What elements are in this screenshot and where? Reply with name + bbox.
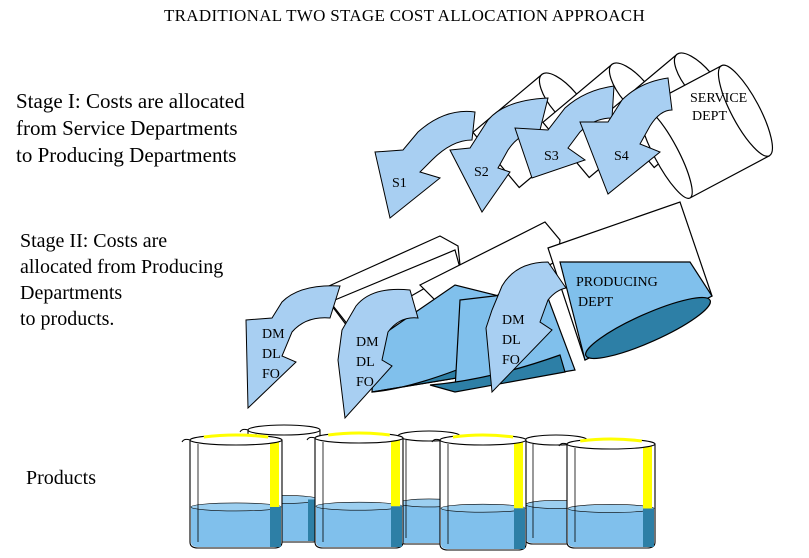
service-dept-label: SERVICE — [690, 91, 747, 106]
cost-element-label: FO — [262, 367, 280, 382]
cost-element-label: FO — [356, 375, 374, 390]
service-dept-label: DEPT — [692, 109, 727, 124]
service-arrow-s1 — [374, 110, 476, 219]
cost-element-label: FO — [502, 353, 520, 368]
service-dept-cylinder — [639, 64, 773, 199]
product-beaker — [181, 433, 283, 549]
cost-element-label: DL — [262, 347, 281, 362]
producing-arrow-1 — [245, 285, 341, 410]
product-beaker — [306, 431, 404, 549]
stage-two-description: Stage II: Costs are allocated from Produ… — [20, 228, 223, 332]
cost-element-label: DL — [356, 355, 375, 370]
stage-one-line: Stage I: Costs are allocated — [16, 89, 245, 113]
stage-one-line: from Service Departments — [16, 116, 238, 140]
product-beaker — [558, 437, 656, 549]
stage-two-line: allocated from Producing — [20, 256, 224, 278]
producing-arrow-2 — [337, 288, 419, 420]
stage-two-line: Stage II: Costs are — [20, 230, 168, 252]
service-arrow-group — [374, 77, 673, 219]
cost-element-label: DL — [502, 333, 521, 348]
service-arrow-label-s1: S1 — [392, 176, 407, 191]
stage-one-description: Stage I: Costs are allocated from Servic… — [16, 88, 245, 169]
producing-arrow-group — [245, 261, 567, 420]
diagram-title: TRADITIONAL TWO STAGE COST ALLOCATION AP… — [163, 6, 646, 25]
service-arrow-label-s2: S2 — [474, 165, 489, 180]
cost-element-label: DM — [502, 313, 525, 328]
cost-element-label: DM — [262, 327, 285, 342]
cost-element-label: DM — [356, 335, 379, 350]
producing-dept-label: PRODUCING — [576, 275, 658, 290]
producing-dept-glass — [547, 201, 713, 361]
service-arrow-label-s3: S3 — [544, 149, 559, 164]
producing-dept-label: DEPT — [578, 295, 613, 310]
stage-two-line: to products. — [20, 308, 115, 330]
stage-one-line: to Producing Departments — [16, 143, 237, 167]
product-beakers — [181, 424, 656, 551]
stage-two-line: Departments — [20, 282, 123, 304]
product-beaker — [431, 433, 527, 551]
service-arrow-s3 — [514, 85, 615, 179]
service-arrow-label-s4: S4 — [614, 149, 629, 164]
products-label: Products — [26, 467, 96, 489]
service-arrow-s4 — [579, 77, 673, 195]
producing-arrow-3 — [485, 261, 567, 394]
